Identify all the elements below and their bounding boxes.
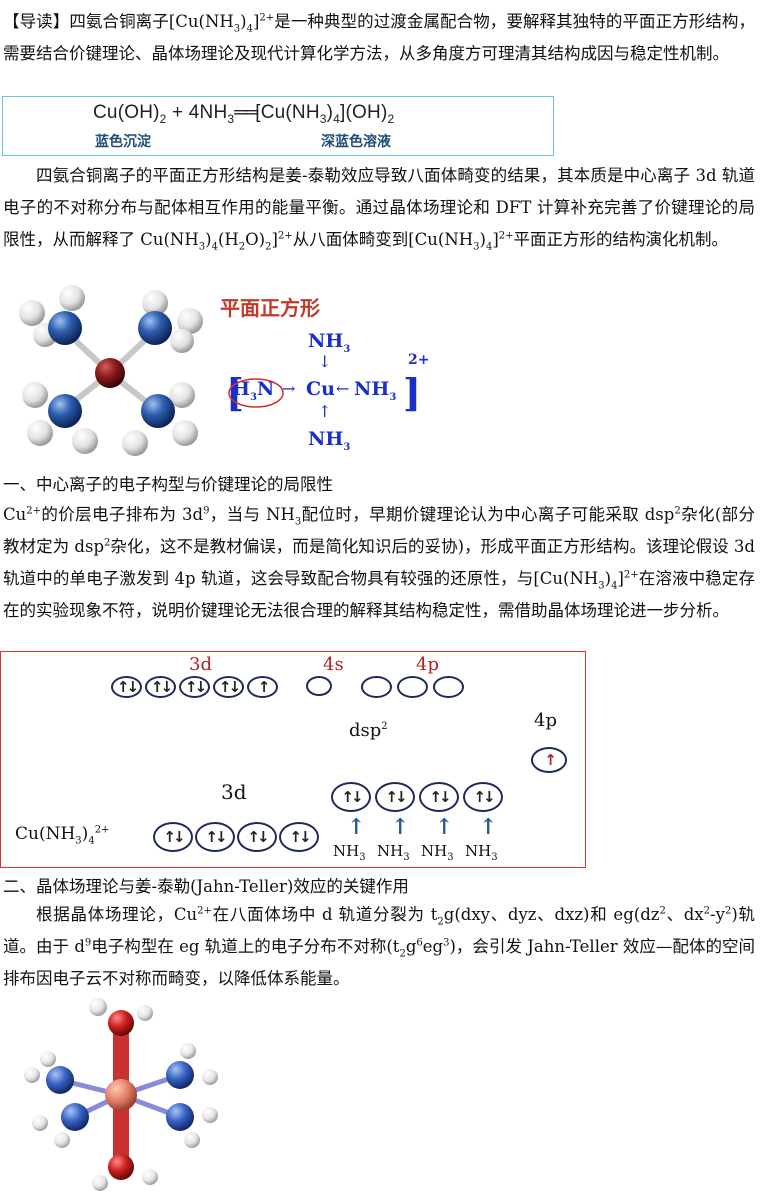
section2-paragraph: 根据晶体场理论，Cu2+在八面体场中 d 轨道分裂为 t2g(dxy、dyz、d… — [3, 905, 756, 988]
copper-atom — [95, 358, 125, 388]
ligand-nh3-label: NH3 — [333, 842, 366, 863]
section1-paragraph: Cu2+的价层电子排布为 3d9，当与 NH3配位时，早期价键理论认为中心离子可… — [3, 505, 756, 620]
structural-formula: 平面正方形 NH3 ↓ [ H3N → Cu ← NH3 ] 2+ ↑ NH3 — [220, 290, 440, 470]
orbital-dsp2: ↑↓ — [463, 782, 503, 812]
paragraph-structure: 四氨合铜离子的平面正方形结构是姜-泰勒效应导致八面体畸变的结果，其本质是中心离子… — [3, 166, 755, 253]
orbital-3d-complex: ↑↓ — [237, 822, 277, 852]
ligand-nh3-label: NH3 — [465, 842, 498, 863]
orbital-3d-free: ↑↓ — [111, 676, 142, 698]
label-dsp2: dsp2 — [349, 720, 388, 741]
complex-label: Cu(NH3)42+ — [15, 824, 110, 847]
octahedral-model-image — [24, 998, 218, 1191]
orbital-3d-complex: ↑↓ — [279, 822, 319, 852]
orbital-4s — [306, 676, 332, 696]
equation-box: Cu(OH)2 + 4NH3══[Cu(NH3)4](OH)2 蓝色沉淀 深蓝色… — [2, 96, 554, 156]
orbital-dsp2: ↑↓ — [331, 782, 371, 812]
orbital-4p — [433, 676, 464, 698]
cu-center: Cu — [306, 378, 335, 400]
label-4s: 4s — [323, 654, 344, 675]
planar-model-image — [19, 285, 203, 456]
intro-paragraph: 【导读】四氨合铜离子[Cu(NH3)4]2+是一种典型的过渡金属配合物，要解释其… — [3, 12, 756, 63]
label-blue-precipitate: 蓝色沉淀 — [95, 134, 151, 150]
orbital-dsp2: ↑↓ — [419, 782, 459, 812]
section1-heading: 一、中心离子的电子构型与价键理论的局限性 — [3, 475, 333, 494]
orbital-diagram: 3d 4s 4p dsp2 4p 3d Cu(NH3)42+ ↑↓↑↓↑↓↑↓↑… — [0, 651, 586, 868]
label-4p-right: 4p — [534, 710, 557, 731]
orbital-3d-free: ↑↓ — [213, 676, 244, 698]
ligand-nh3-label: NH3 — [377, 842, 410, 863]
label-3d-top: 3d — [189, 654, 212, 675]
label-4p: 4p — [416, 654, 439, 675]
orbital-3d-free: ↑ — [247, 676, 278, 698]
hydrogen-atoms — [19, 285, 203, 456]
label-3d-mid: 3d — [221, 780, 247, 804]
charge-label: 2+ — [408, 352, 430, 368]
orbital-4p — [361, 676, 392, 698]
structure-title: 平面正方形 — [220, 296, 320, 320]
reaction-equation: Cu(OH)2 + 4NH3══[Cu(NH3)4](OH)2 — [93, 102, 395, 126]
orbital-3d-complex: ↑↓ — [153, 822, 193, 852]
orbital-3d-free: ↑↓ — [145, 676, 176, 698]
ligand-donation-arrow: ↑ — [347, 814, 366, 840]
ligand-nh3-label: NH3 — [421, 842, 454, 863]
orbital-3d-free: ↑↓ — [179, 676, 210, 698]
section2-heading: 二、晶体场理论与姜-泰勒(Jahn-Teller)效应的关键作用 — [3, 877, 409, 896]
orbital-3d-complex: ↑↓ — [195, 822, 235, 852]
ligand-donation-arrow: ↑ — [391, 814, 410, 840]
ligand-donation-arrow: ↑ — [479, 814, 498, 840]
orbital-dsp2: ↑↓ — [375, 782, 415, 812]
nitrogen-atoms — [48, 311, 175, 428]
intro-prefix: 【导读】 — [3, 12, 70, 31]
copper-center-atom — [105, 1079, 137, 1111]
ligand-donation-arrow: ↑ — [435, 814, 454, 840]
label-deep-blue-solution: 深蓝色溶液 — [321, 134, 391, 150]
orbital-4p — [397, 676, 428, 698]
orbital-4p-excited: ↑ — [531, 747, 567, 773]
